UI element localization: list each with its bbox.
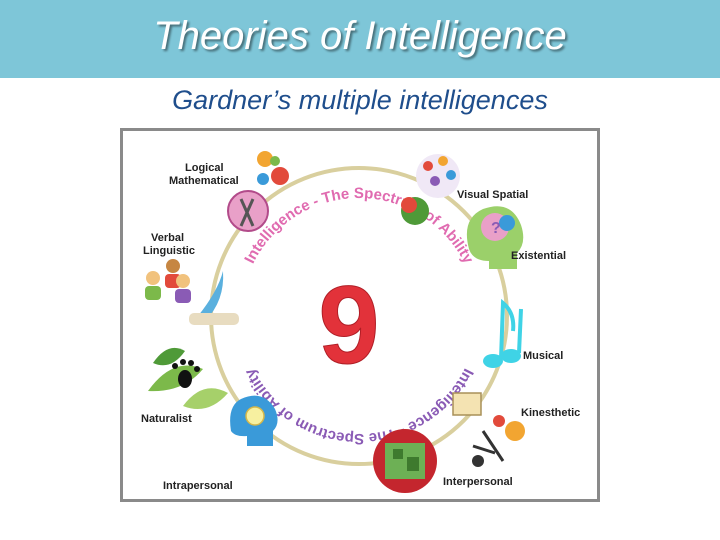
verbal-linguistic-icon	[145, 259, 239, 325]
label-linguistic: Linguistic	[143, 245, 195, 257]
label-existential: Existential	[511, 250, 566, 262]
label-logical: Logical	[185, 162, 224, 174]
visual-spatial-icon	[401, 154, 460, 225]
musical-icon	[483, 298, 523, 368]
label-naturalist: Naturalist	[141, 413, 192, 425]
label-intrapersonal: Intrapersonal	[163, 480, 233, 492]
kinesthetic-icon	[452, 392, 525, 467]
center-number: 9	[318, 264, 379, 387]
svg-text:?: ?	[491, 220, 501, 237]
logical-math-icon	[227, 151, 289, 232]
label-verbal: Verbal	[151, 232, 184, 244]
slide-title: Theories of Intelligence	[153, 14, 567, 58]
label-visual-spatial: Visual Spatial	[457, 189, 528, 201]
slide-subtitle: Gardner’s multiple intelligences	[172, 85, 548, 115]
intrapersonal-icon	[230, 395, 278, 446]
label-interpersonal: Interpersonal	[443, 476, 513, 488]
title-bar	[0, 0, 720, 78]
interpersonal-icon	[373, 429, 437, 493]
existential-icon: ?	[466, 206, 524, 269]
diagram-canvas: Intelligence - The Spectrum of Ability I…	[141, 151, 580, 493]
label-kinesthetic: Kinesthetic	[521, 407, 580, 419]
intelligences-diagram: Intelligence - The Spectrum of Ability I…	[120, 128, 600, 502]
naturalist-icon	[148, 347, 228, 410]
label-mathematical: Mathematical	[169, 175, 239, 187]
label-musical: Musical	[523, 350, 563, 362]
